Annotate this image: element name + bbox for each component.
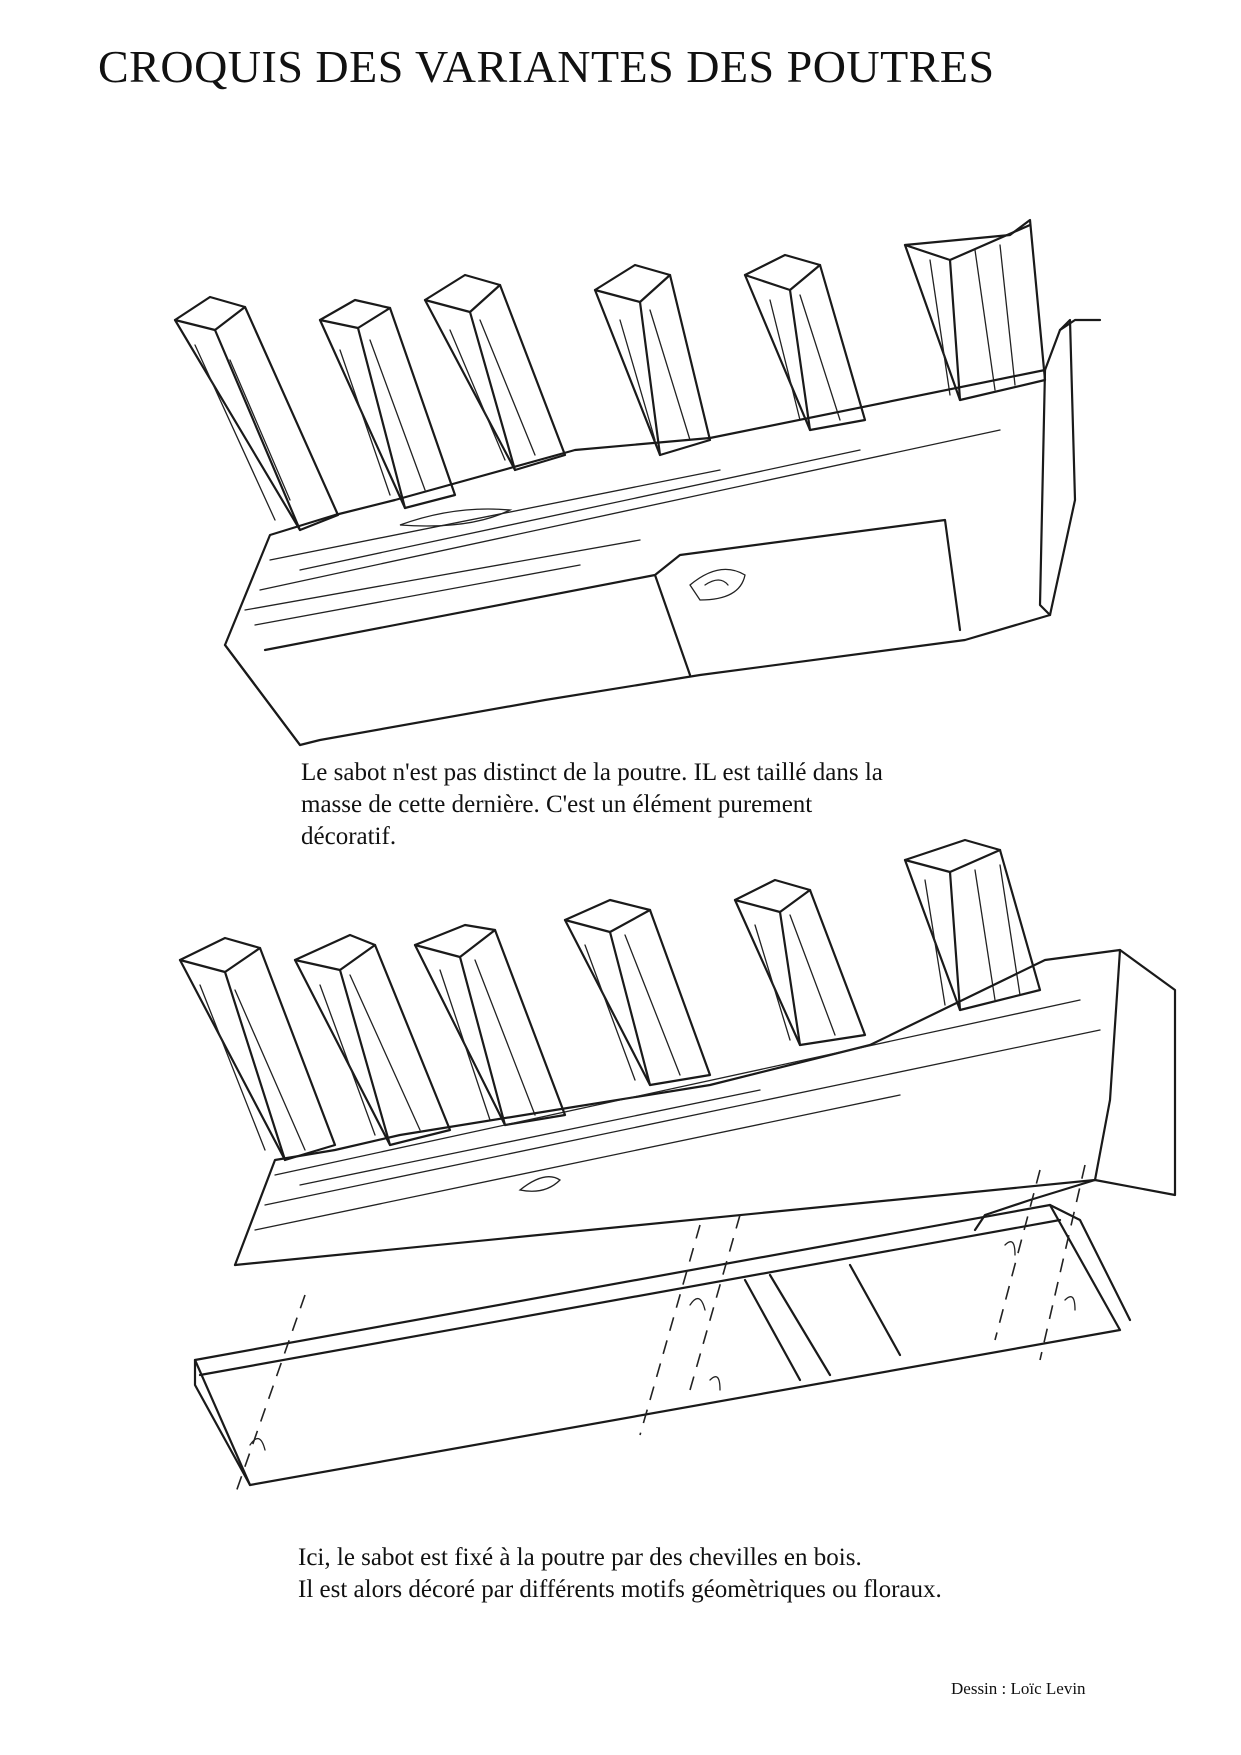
beam-body-2	[233, 948, 1177, 1267]
page-title: CROQUIS DES VARIANTES DES POUTRES	[98, 41, 995, 92]
caption-pegged-sabot: Ici, le sabot est fixé à la poutre par d…	[298, 1542, 1118, 1606]
caption-carved-sabot: Le sabot n'est pas distinct de la poutre…	[301, 757, 1001, 853]
caption-line: Le sabot n'est pas distinct de la poutre…	[301, 759, 883, 786]
caption-line: Il est alors décoré par différents motif…	[298, 1576, 942, 1603]
joists-group-2	[178, 838, 1042, 1162]
joists-group-1	[173, 218, 1047, 532]
caption-line: masse de cette dernière. C'est un élémen…	[301, 791, 813, 818]
drawing-credit: Dessin : Loïc Levin	[951, 1679, 1086, 1698]
beam-body-1	[223, 318, 1102, 747]
caption-line: Ici, le sabot est fixé à la poutre par d…	[298, 1544, 862, 1571]
caption-line: décoratif.	[301, 823, 397, 850]
sabot-2	[193, 1164, 1132, 1496]
